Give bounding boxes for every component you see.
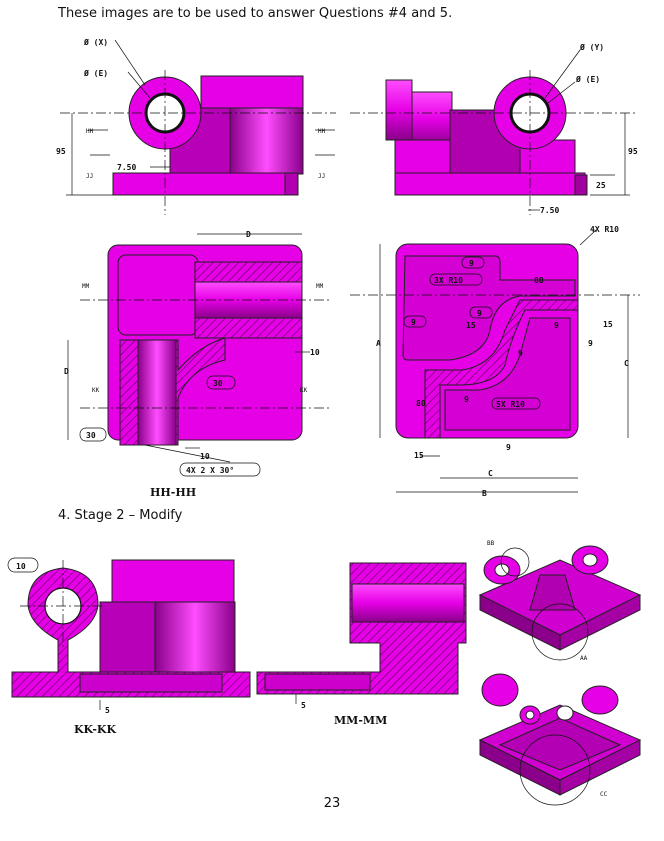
top-hatched-rib xyxy=(424,299,579,439)
intro-text: These images are to be used to answer Qu… xyxy=(58,6,453,21)
top-d-80-top: 80 xyxy=(534,276,544,285)
side-base xyxy=(394,172,586,196)
front-cylinder-face xyxy=(229,107,304,175)
top-d-15-right: 15 xyxy=(603,320,613,329)
top-r-5x: 5X R10 xyxy=(496,400,525,409)
top-d-9a: 9 xyxy=(469,259,474,268)
iso-cc-label: CC xyxy=(600,791,608,798)
section-mm-view: 5 MM-MM xyxy=(256,562,467,727)
top-d-9h: 9 xyxy=(506,443,511,452)
side-dia-e: Ø (E) xyxy=(575,74,600,84)
top-d-15-bottom: 15 xyxy=(414,451,424,460)
front-view: Ø (X) Ø (E) HH HH JJ JJ 95 7.50 xyxy=(56,37,336,215)
hh-chamfer-note: 4X 2 X 30° xyxy=(186,466,234,475)
front-base xyxy=(112,172,299,196)
front-base-end xyxy=(284,172,299,196)
hh-dim-d-top: D xyxy=(246,230,251,239)
front-dim-95: 95 xyxy=(56,147,66,156)
front-jj-right: JJ xyxy=(318,173,325,180)
top-r-4x: 4X R10 xyxy=(590,225,619,234)
top-d-c-right: C xyxy=(624,359,629,368)
top-r-3x: 3X R10 xyxy=(434,276,463,285)
top-d-80-left: 80 xyxy=(416,399,426,408)
top-d-9f: 9 xyxy=(518,349,523,358)
top-d-a: A xyxy=(376,339,381,348)
side-dim-95: 95 xyxy=(628,147,638,156)
hh-dim-10-bottom: 10 xyxy=(200,452,210,461)
side-dia-y: Ø (Y) xyxy=(579,42,604,52)
kk-dim-10: 10 xyxy=(16,562,26,571)
hh-dim-d-left: D xyxy=(64,367,69,376)
side-dim-25: 25 xyxy=(596,181,606,190)
front-jj-left: JJ xyxy=(86,173,93,180)
mm-title: MM-MM xyxy=(334,714,387,727)
section-kk-view: 10 5 KK-KK xyxy=(7,557,251,736)
side-dim-750: 7.50 xyxy=(540,206,559,215)
kk-dim-5: 5 xyxy=(105,706,110,715)
mm-dim-5: 5 xyxy=(301,701,306,710)
top-d-c-bottom: C xyxy=(488,469,493,478)
hh-title: HH-HH xyxy=(150,486,196,499)
top-d-9c: 9 xyxy=(411,318,416,327)
side-view: Ø (Y) Ø (E) 95 25 7.50 xyxy=(350,42,638,215)
top-d-9g: 9 xyxy=(464,395,469,404)
top-d-9d: 9 xyxy=(554,321,559,330)
top-d-b: B xyxy=(482,489,487,498)
top-d-9e: 9 xyxy=(588,339,593,348)
hh-mm-left: MM xyxy=(82,283,90,290)
section-hh-view: D D MM MM KK KK 10 30 30 10 4X 2 X 30° H… xyxy=(64,230,330,499)
top-d-15-mid: 15 xyxy=(466,321,476,330)
front-hh-right: HH xyxy=(318,128,326,135)
hh-dim-10-right: 10 xyxy=(310,348,320,357)
front-hh-left: HH xyxy=(86,128,94,135)
front-dia-x: Ø (X) xyxy=(83,37,108,47)
hh-kk-right: KK xyxy=(300,387,308,394)
page-number: 23 xyxy=(323,796,341,811)
kk-title: KK-KK xyxy=(74,723,116,736)
hh-dim-30-mid: 30 xyxy=(213,379,223,388)
top-d-9b: 9 xyxy=(477,309,482,318)
front-dia-e: Ø (E) xyxy=(83,68,108,78)
iso-aa-label: AA xyxy=(580,655,588,662)
hh-mm-right: MM xyxy=(316,283,324,290)
hh-kk-left: KK xyxy=(92,387,100,394)
front-dim-750: 7.50 xyxy=(117,163,136,172)
iso-bb-label: BB xyxy=(487,540,495,547)
question-label: 4. Stage 2 – Modify xyxy=(58,508,183,523)
iso-view-top: BB AA xyxy=(478,540,642,662)
hh-dim-30-left: 30 xyxy=(86,431,96,440)
iso-view-bottom: CC xyxy=(478,673,642,806)
top-view: 4X R10 9 3X R10 80 9 15 9 9 15 9 9 A C 8… xyxy=(350,225,640,498)
